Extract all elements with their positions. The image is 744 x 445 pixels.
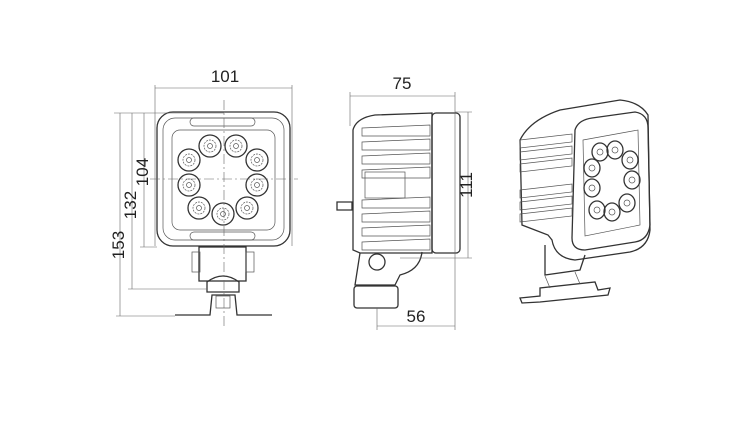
perspective-view	[519, 99, 651, 304]
led-icon	[245, 148, 269, 172]
dim-side-depth: 75	[393, 74, 412, 93]
led-icon	[588, 200, 606, 220]
led-icon	[621, 150, 639, 170]
led-icon	[211, 202, 235, 226]
led-icon	[177, 148, 201, 172]
side-bracket	[354, 251, 423, 286]
fin	[361, 210, 431, 223]
led-icon	[583, 158, 601, 178]
fin	[361, 224, 431, 237]
side-cable-gland	[336, 201, 353, 211]
led-icon	[177, 173, 201, 197]
dim-front-height-total: 153	[109, 231, 128, 259]
led-icon	[235, 196, 259, 220]
led-array	[177, 134, 269, 226]
side-view: 75 111 56	[336, 74, 476, 330]
fin	[361, 238, 431, 251]
perspective-bracket	[544, 245, 586, 276]
side-mount-base	[353, 285, 399, 309]
perspective-led-array	[583, 140, 641, 222]
perspective-lens	[582, 129, 641, 237]
fin	[361, 138, 431, 151]
led-icon	[583, 178, 601, 198]
dim-front-height-bracket: 132	[121, 191, 140, 219]
side-lens-bezel	[431, 112, 461, 254]
led-icon	[606, 140, 624, 160]
led-icon	[198, 134, 222, 158]
led-icon	[591, 142, 609, 162]
fin	[361, 152, 431, 165]
front-lens	[171, 129, 276, 231]
dim-side-height: 111	[457, 172, 476, 198]
led-icon	[187, 196, 211, 220]
front-mount-plate	[175, 294, 272, 316]
dim-front-height-lens: 104	[133, 158, 152, 186]
fin	[361, 196, 431, 209]
led-icon	[603, 202, 621, 222]
led-icon	[245, 173, 269, 197]
dim-side-base-depth: 56	[407, 307, 426, 326]
perspective-housing	[519, 99, 651, 261]
perspective-mount-plate	[519, 281, 611, 304]
led-icon	[224, 134, 248, 158]
fin	[361, 166, 431, 179]
front-view: 101 104 132 153	[109, 67, 298, 328]
led-icon	[618, 193, 636, 213]
led-icon	[623, 170, 641, 190]
dim-front-width: 101	[211, 67, 239, 86]
cooling-fins	[361, 124, 431, 251]
fin	[361, 124, 431, 137]
